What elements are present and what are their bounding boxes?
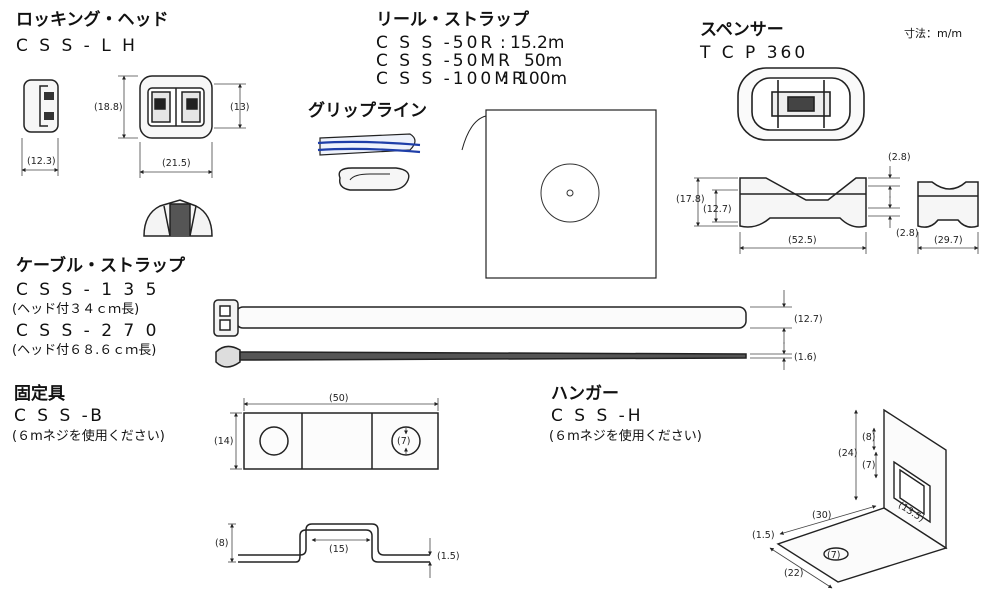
spacer-bottom-gap-label: (2.8) <box>896 228 919 239</box>
reel-strap-code-2: C S S -50MR <box>376 51 513 71</box>
hanger-title: ハンガー <box>551 384 619 404</box>
spacer-end-view <box>917 181 979 228</box>
fixture-thick-label: (1.5) <box>437 551 460 562</box>
spacer-top-gap-label: (2.8) <box>888 152 911 163</box>
reel-strap-code-3: C S S -100MR <box>376 69 527 89</box>
fixture-side-view <box>238 523 430 563</box>
locking-head-code: C S S - L H <box>16 36 138 56</box>
cable-strap-note-2: (ヘッド付６８.６ｃｍ長) <box>12 343 157 358</box>
locking-head-side-dim-label: (12.3) <box>27 156 56 167</box>
locking-head-height-label: (18.8) <box>94 102 123 113</box>
reel-strap-code-1: C S S -50R <box>376 33 496 53</box>
cable-strap-width-label: (12.7) <box>794 314 823 325</box>
spacer-dims <box>694 166 979 254</box>
fixture-height-label: (14) <box>214 436 234 447</box>
spacer-mid-h-label: (12.7) <box>703 204 732 215</box>
fixture-dims <box>230 398 439 470</box>
spacer-length-label: (52.5) <box>788 235 817 246</box>
spacer-top-view <box>737 67 865 141</box>
hanger-w-label: (30) <box>812 510 832 521</box>
hanger-d-label: (22) <box>784 568 804 579</box>
hanger-h1-label: (8) <box>862 432 875 443</box>
hanger-t-label: (1.5) <box>752 530 775 541</box>
cable-strap-thickness-label: (1.6) <box>794 352 817 363</box>
hanger-h2-label: (24) <box>838 448 858 459</box>
reel-strap-sep-1: : <box>500 33 509 53</box>
fixture-title: 固定具 <box>14 384 65 404</box>
cable-strap-top <box>213 299 747 337</box>
cable-strap-title: ケーブル・ストラップ <box>16 256 185 276</box>
reel-strap-box <box>461 109 657 279</box>
reel-strap-len-2: 50m <box>524 51 563 71</box>
reel-strap-sep-3: : <box>502 69 511 89</box>
reel-strap-title: リール・ストラップ <box>376 10 529 30</box>
grip-line-drawing <box>317 133 421 191</box>
reel-strap-len-1: 15.2m <box>510 33 565 53</box>
grip-line-title: グリップライン <box>308 101 427 121</box>
reel-strap-len-3: 100m <box>518 69 568 89</box>
cable-strap-code-2: C S S - 2 7 0 <box>16 321 160 341</box>
cable-strap-side <box>215 345 747 368</box>
locking-head-side-dim <box>21 138 59 176</box>
hanger-note: (６mネジを使用ください) <box>549 429 702 444</box>
cable-strap-dims <box>750 290 792 370</box>
locking-head-width-label: (21.5) <box>162 158 191 169</box>
fixture-side-dims <box>228 523 432 578</box>
spacer-width-label: (29.7) <box>934 235 963 246</box>
fixture-step-h-label: (8) <box>215 538 228 549</box>
cable-strap-note-1: (ヘッド付３４ｃｍ長) <box>12 302 140 317</box>
locking-head-side-view <box>23 79 59 133</box>
hanger-hole-label: (7) <box>827 550 840 561</box>
fixture-code: C S S -B <box>14 406 105 426</box>
fixture-step-w-label: (15) <box>329 544 349 555</box>
locking-head-title: ロッキング・ヘッド <box>16 10 169 30</box>
hanger-h3-label: (7) <box>862 460 875 471</box>
hanger-dims <box>769 409 878 589</box>
locking-head-front-view <box>139 75 213 139</box>
spacer-side-view <box>739 177 867 228</box>
hanger-code: C S S -H <box>551 406 644 426</box>
spacer-code: T C P 360 <box>700 43 809 63</box>
fixture-length-label: (50) <box>329 393 349 404</box>
spacer-total-h-label: (17.8) <box>676 194 705 205</box>
cable-strap-code-1: C S S - 1 3 5 <box>16 280 160 300</box>
locking-head-front-dims <box>118 75 246 178</box>
spacer-title: スペンサー <box>700 20 784 40</box>
fixture-hole-label: (7) <box>397 436 410 447</box>
locking-head-inner-label: (13) <box>230 102 250 113</box>
locking-head-top-view <box>143 199 213 237</box>
fixture-note: (６mネジを使用ください) <box>12 429 165 444</box>
units-note: 寸法：m/m <box>904 27 963 40</box>
fixture-top-view <box>243 412 439 470</box>
